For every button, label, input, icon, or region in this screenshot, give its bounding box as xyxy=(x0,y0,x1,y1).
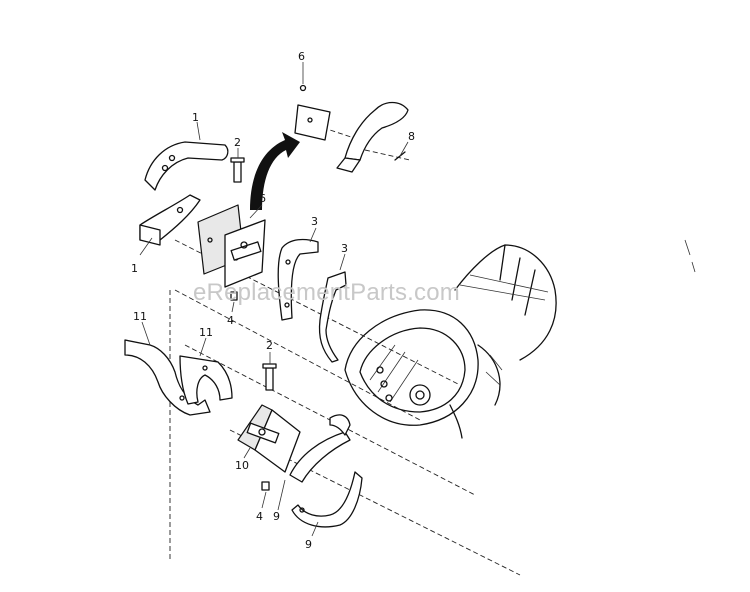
callout-4-upper: 4 xyxy=(227,314,234,327)
curved-arrow xyxy=(250,132,300,210)
tine-1-upper xyxy=(144,141,229,191)
callout-6-top: 6 xyxy=(298,50,305,63)
bolt-2-lower xyxy=(262,363,277,391)
tine-11-right xyxy=(179,355,233,405)
tine-3-left xyxy=(277,238,319,321)
nut-4-lower xyxy=(261,481,270,491)
tiller-housing xyxy=(344,239,696,439)
callout-10: 10 xyxy=(235,459,249,472)
tine-9-upper xyxy=(289,414,351,483)
tine-11-left xyxy=(124,339,211,416)
tine-9-lower xyxy=(291,471,363,528)
nut-4-upper xyxy=(230,291,238,301)
tine-3-right xyxy=(318,271,347,363)
callout-6-hub: 6 xyxy=(259,192,266,205)
hub-plate-upper xyxy=(197,204,266,288)
callout-11-right: 11 xyxy=(199,326,213,339)
callout-labels: 1 1 2 2 3 3 4 4 6 6 8 9 9 10 11 11 xyxy=(131,50,415,551)
callout-9-upper: 9 xyxy=(273,510,280,523)
callout-4-lower: 4 xyxy=(256,510,263,523)
callout-11-left: 11 xyxy=(133,310,147,323)
callout-1-lower: 1 xyxy=(131,262,138,275)
tine-1-lower xyxy=(139,194,201,246)
callout-2-upper: 2 xyxy=(234,136,241,149)
hub-plate-lower xyxy=(237,404,301,473)
callout-1-upper: 1 xyxy=(192,111,199,124)
callout-3-left: 3 xyxy=(311,215,318,228)
watermark: eReplacementParts.com xyxy=(193,279,460,306)
callout-9-lower: 9 xyxy=(305,538,312,551)
leader-lines xyxy=(139,62,409,537)
callout-8: 8 xyxy=(408,130,415,143)
callout-2-lower: 2 xyxy=(266,339,273,352)
callout-3-right: 3 xyxy=(341,242,348,255)
detail-view-top xyxy=(294,84,409,173)
bolt-2-upper xyxy=(230,157,245,183)
